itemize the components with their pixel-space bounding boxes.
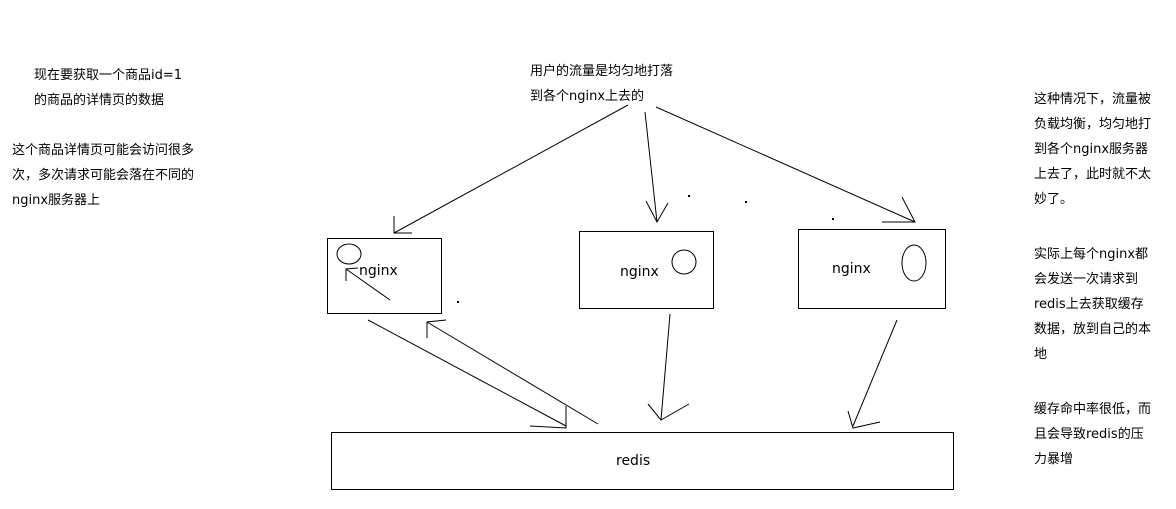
traffic-arrow-to-nginx-1 <box>393 104 629 234</box>
note-request-item: 现在要获取一个商品id=1 的商品的详情页的数据 <box>34 68 183 108</box>
nginx-2-to-redis-arrow <box>660 313 671 421</box>
nginx-node-3-label: nginx <box>832 261 871 277</box>
nginx-node-2-label: nginx <box>620 264 659 280</box>
nginx-1-to-redis-arrowhead <box>529 406 567 429</box>
traffic-arrowhead-2 <box>645 200 669 224</box>
note-each-nginx-requests-redis: 实际上每个nginx都 会发送一次请求到 redis上去获取缓存 数据，放到自己… <box>1034 247 1152 362</box>
note-low-hit-rate: 缓存命中率很低，而 且会导致redis的压 力暴增 <box>1034 402 1152 467</box>
redis-to-nginx-1-arrowhead <box>426 319 447 338</box>
stray-dots <box>457 195 834 303</box>
nginx-node-1-label: nginx <box>359 263 398 279</box>
nginx-3-to-redis-arrow <box>852 319 898 427</box>
note-load-balanced: 这种情况下，流量被 负载均衡，均匀地打 到各个nginx服务器 上去了，此时就不… <box>1034 92 1152 207</box>
note-multiple-requests: 这个商品详情页可能会访问很多 次，多次请求可能会落在不同的 nginx服务器上 <box>12 143 195 208</box>
nginx-1-to-redis-arrow <box>367 319 567 427</box>
traffic-arrow-to-nginx-2 <box>644 111 658 223</box>
traffic-arrowhead-1 <box>393 216 412 234</box>
redis-node-label: redis <box>616 453 651 469</box>
nginx-3-to-redis-arrowhead <box>847 410 881 429</box>
nginx-1-cache-arrowhead <box>345 267 359 281</box>
redis-to-nginx-1-arrow <box>426 321 599 425</box>
nginx-node-3: nginx <box>798 229 946 309</box>
redis-node: redis <box>331 432 954 490</box>
nginx-node-2: nginx <box>579 231 714 309</box>
nginx-2-cache-circle <box>671 249 697 275</box>
nginx-1-cache-circle <box>336 243 362 265</box>
traffic-arrow-to-nginx-3 <box>655 106 916 223</box>
nginx-3-cache-circle <box>901 244 927 282</box>
note-traffic-distribution: 用户的流量是均匀地打落 到各个nginx上去的 <box>530 64 674 104</box>
nginx-2-to-redis-arrowhead <box>647 403 690 421</box>
nginx-1-cache-arrow <box>345 268 391 301</box>
traffic-arrowhead-3 <box>882 196 916 223</box>
